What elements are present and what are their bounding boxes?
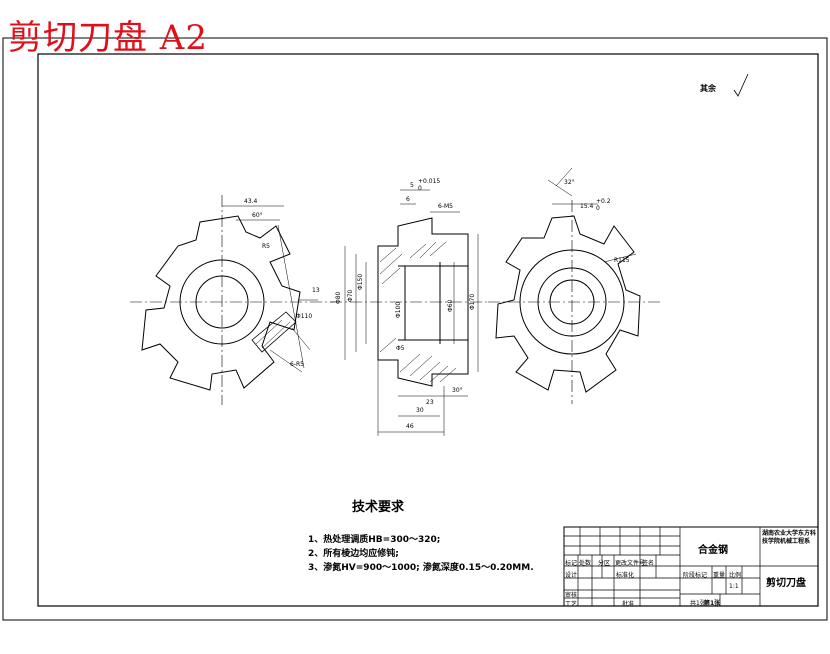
dim-right-tol-lo: 0 — [596, 205, 600, 212]
roughness-symbol — [733, 73, 749, 97]
surface-roughness-note: 其余 — [700, 84, 716, 93]
dim-sec-70: Φ70 — [347, 289, 354, 302]
requirement-item: 3、渗氮HV=900～1000; 渗氮深度0.15～0.20MM. — [308, 563, 534, 573]
dim-sec-46: 46 — [406, 423, 414, 430]
tb-label-zhongliang: 重量 — [713, 572, 726, 579]
tb-label-biaozhunhua: 标准化 — [616, 572, 635, 579]
section-view — [330, 189, 490, 436]
dim-sec-150: Φ150 — [357, 274, 364, 290]
material-label: 合金钢 — [698, 545, 728, 556]
dim-sec-60: Φ60 — [447, 299, 454, 312]
dim-sec-6: 6 — [406, 196, 410, 203]
tb-label-shenhe: 审核 — [565, 592, 578, 599]
requirement-item: 2、所有棱边均应修钝; — [308, 549, 399, 559]
dim-right-15: 15.4 — [580, 203, 594, 210]
dim-left-r5: R5 — [262, 243, 270, 250]
tb-label-gengai: 更改文件号 — [615, 560, 646, 567]
requirement-item: 1、热处理调质HB=300～320; — [308, 535, 441, 545]
tb-label-gongyi: 工艺 — [565, 601, 578, 608]
tb-label-biaoji: 标记 — [565, 560, 578, 567]
requirements-heading: 技术要求 — [352, 500, 405, 515]
dim-sec-tol-lo: 0 — [418, 185, 422, 192]
scale-value: 1:1 — [729, 583, 739, 590]
outer-border — [2, 37, 828, 621]
left-view — [130, 195, 335, 405]
tb-label-bili: 比例 — [729, 572, 742, 579]
tb-label-qianming: 签名 — [642, 560, 655, 567]
part-name: 剪切刀盘 — [766, 578, 806, 589]
inner-frame — [37, 53, 819, 607]
tb-label-chushu: 处数 — [579, 560, 592, 567]
dim-sec-100: Φ100 — [395, 302, 402, 318]
tb-label-gongzhang: 共1张 — [690, 600, 706, 607]
dim-left-110: Φ110 — [296, 313, 312, 320]
tb-label-sheji: 设计 — [565, 572, 578, 579]
dim-left-60: 60° — [252, 212, 263, 219]
dim-sec-23: 23 — [426, 399, 434, 406]
dim-sec-6m5: 6-M5 — [438, 203, 453, 210]
dim-right-tol-up: +0.2 — [596, 198, 611, 205]
tb-label-pizhun: 批准 — [622, 601, 635, 608]
dim-sec-30: 30 — [416, 407, 424, 414]
dim-sec-30deg: 30° — [452, 387, 463, 394]
title-block — [563, 526, 819, 607]
dim-sec-170: Φ170 — [469, 294, 476, 310]
drawing-title: 剪切刀盘 A2 — [8, 18, 208, 58]
dim-sec-phi5: Φ5 — [396, 345, 405, 352]
dim-right-32: 32° — [564, 179, 575, 186]
dim-sec-tol-up: +0.015 — [418, 178, 440, 185]
dim-sec-80: Φ80 — [335, 291, 342, 304]
dim-left-13: 13 — [312, 287, 320, 294]
dim-sec-5: 5 — [410, 182, 414, 189]
school-name: 湖南农业大学东方科技学院机械工程系 — [762, 530, 817, 545]
tb-label-jieduan: 阶段标记 — [683, 572, 708, 579]
right-view — [488, 167, 662, 404]
tb-label-dizhang: 第1张 — [704, 600, 721, 607]
tb-label-fenqu: 分区 — [598, 560, 611, 567]
dim-left-6r5: 6-R5 — [290, 361, 304, 368]
dim-left-43: 43.4 — [244, 198, 258, 205]
dim-right-r115: R115 — [614, 257, 630, 264]
